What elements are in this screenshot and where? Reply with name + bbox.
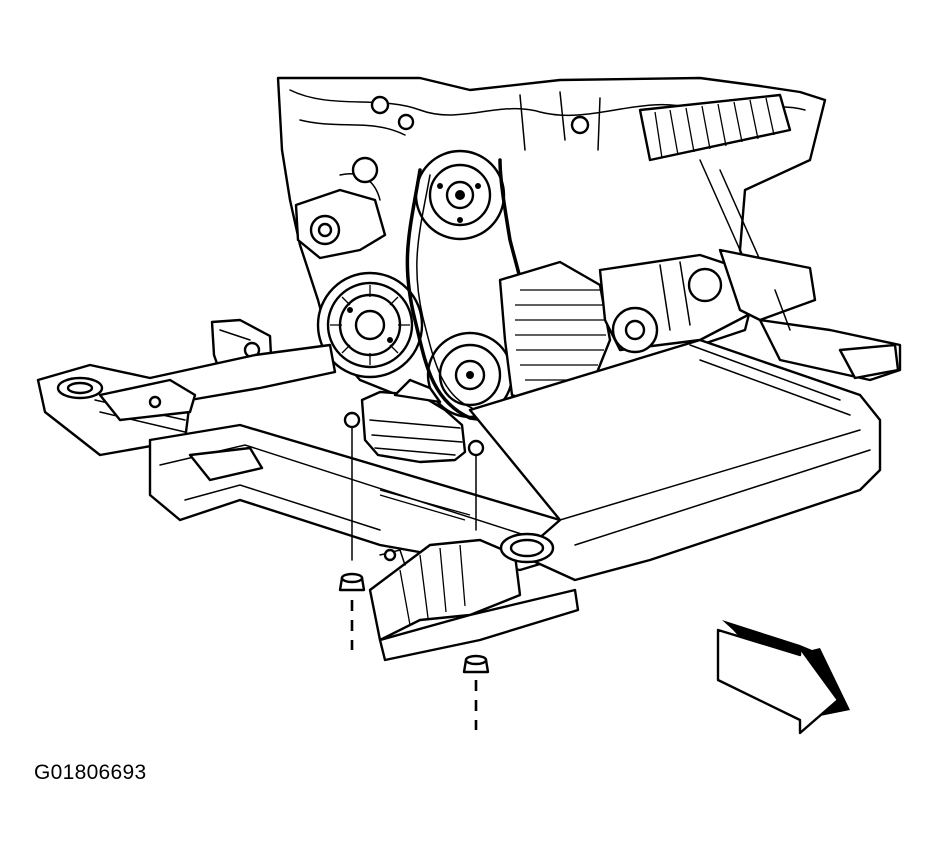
engine-assembly — [276, 76, 827, 442]
figure-code-label: G01806693 — [34, 761, 147, 784]
mount-fasteners — [338, 411, 490, 730]
engine-mount — [360, 378, 467, 464]
crankshaft-pulley — [316, 271, 424, 379]
engine-cradle-frame — [36, 248, 902, 662]
idler-pulley-upper — [414, 149, 506, 241]
front-direction-arrow — [716, 620, 850, 735]
lower-pulley — [426, 331, 514, 419]
